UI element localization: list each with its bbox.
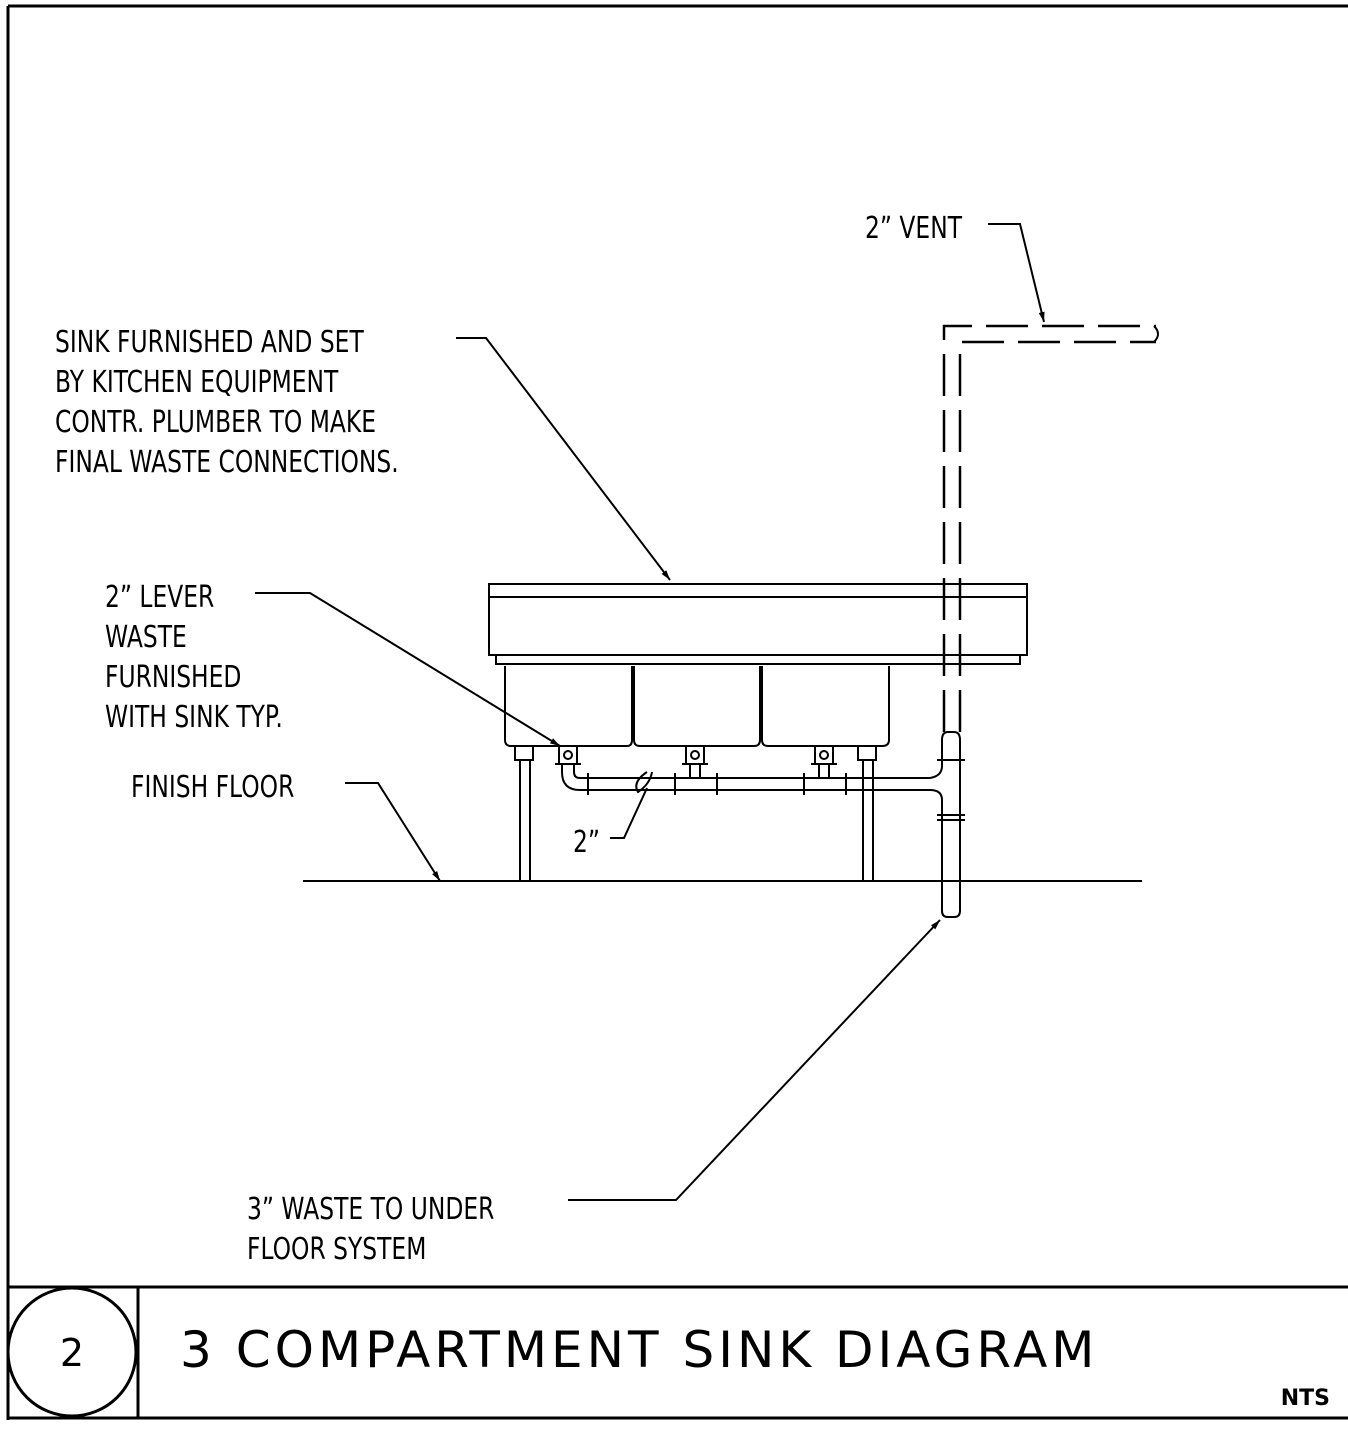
- scale-note: NTS: [1281, 1386, 1330, 1411]
- sink-note-line-2: BY KITCHEN EQUIPMENT: [55, 365, 339, 400]
- lever-waste-leader: [255, 592, 561, 747]
- sink-compartment-2: [633, 666, 761, 747]
- sink-compartment-1: [504, 666, 633, 747]
- sink-note-line-1: SINK FURNISHED AND SET: [55, 325, 364, 360]
- sink-leg-right: [857, 745, 877, 881]
- lever-waste-line-4: WITH SINK TYP.: [105, 700, 283, 735]
- vent-leader: [988, 223, 1045, 323]
- waste-piping: [561, 731, 965, 918]
- lever-waste-line-1: 2” LEVER: [105, 580, 214, 615]
- drawing-title: 3 COMPARTMENT SINK DIAGRAM: [180, 1321, 1098, 1379]
- lever-waste-line-2: WASTE: [105, 620, 187, 655]
- lever-waste-line-3: FURNISHED: [105, 660, 241, 695]
- sink-note-line-3: CONTR. PLUMBER TO MAKE: [55, 405, 376, 440]
- callout-labels: 2” VENT SINK FURNISHED AND SET BY KITCHE…: [55, 211, 962, 1267]
- pipe-size-label: 2”: [573, 825, 600, 860]
- pipe-size-leader: [610, 787, 648, 839]
- vent-pipe: [942, 324, 1159, 732]
- sink-note-line-4: FINAL WASTE CONNECTIONS.: [55, 445, 399, 480]
- lever-waste-2: [682, 745, 708, 765]
- detail-number: 2: [60, 1331, 84, 1375]
- sink-top-rim: [488, 583, 1028, 656]
- waste-leader: [568, 919, 941, 1201]
- sink-compartment-3: [761, 666, 890, 747]
- waste-note-line-2: FLOOR SYSTEM: [247, 1232, 426, 1267]
- detail-number-circle: [6, 1286, 138, 1418]
- vent-label: 2” VENT: [865, 211, 962, 246]
- lever-waste-1: [555, 745, 581, 765]
- sink-note-leader: [456, 337, 671, 581]
- drawing-border: [6, 4, 1348, 1420]
- lever-waste-3: [811, 745, 837, 765]
- finish-floor-label: FINISH FLOOR: [131, 770, 294, 805]
- sink-leg-left: [514, 745, 534, 881]
- finish-floor-leader: [345, 782, 441, 882]
- leader-lines: [255, 223, 1045, 1201]
- title-block: 2 3 COMPARTMENT SINK DIAGRAM NTS: [6, 1285, 1330, 1420]
- waste-note-line-1: 3” WASTE TO UNDER: [247, 1192, 494, 1227]
- lever-waste-valves: [555, 745, 837, 765]
